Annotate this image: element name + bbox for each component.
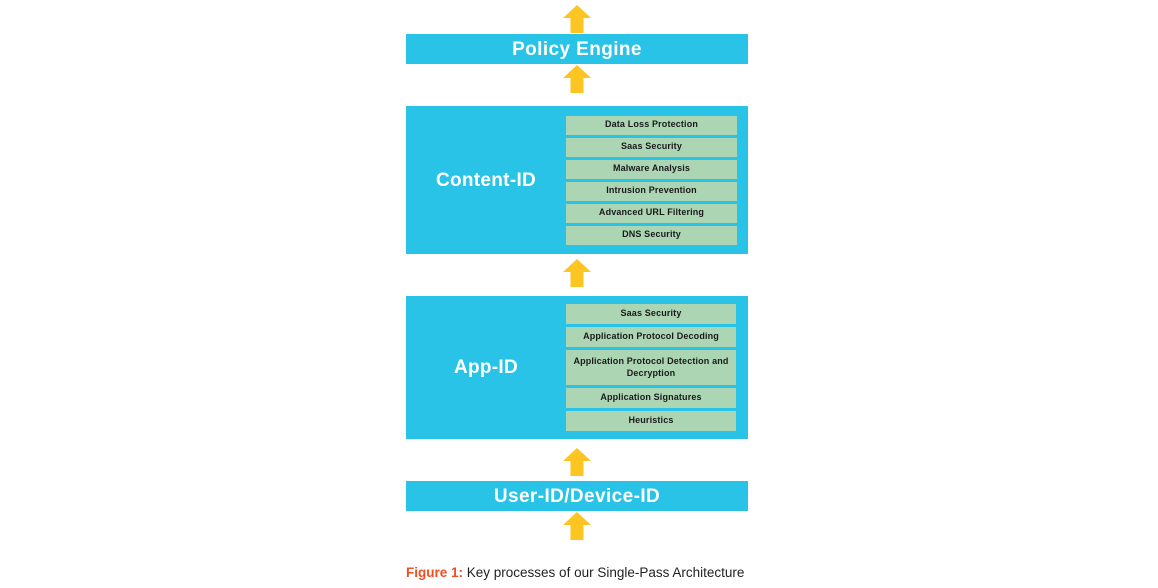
list-item: Saas Security [566,137,737,157]
stage-user-id-device-id: User-ID/Device-ID [406,481,748,511]
up-arrow-icon [406,511,748,541]
up-arrow-icon [406,258,748,288]
stage-app-id-label: App-ID [453,357,519,378]
up-arrow-icon [406,447,748,477]
stage-content-id-label: Content-ID [435,169,537,191]
figure-caption: Figure 1: Key processes of our Single-Pa… [406,564,748,583]
list-item: Advanced URL Filtering [566,203,737,223]
list-item: Application Signatures [566,388,736,408]
stage-app-id: App-ID Saas Security Application Protoco… [406,296,748,439]
architecture-stack: Policy Engine Content-ID Data Loss Prote… [406,0,748,541]
up-arrow-icon [406,64,748,94]
stage-user-id-device-id-label: User-ID/Device-ID [493,485,661,507]
list-item: DNS Security [566,225,737,245]
spacer [406,439,748,447]
spacer [406,288,748,296]
list-item: Intrusion Prevention [566,181,737,201]
list-item: Saas Security [566,304,736,324]
up-arrow-icon [406,4,748,34]
stage-policy-engine-label: Policy Engine [512,38,642,60]
stage-content-id-items: Data Loss Protection Saas Security Malwa… [566,115,748,245]
stage-content-id: Content-ID Data Loss Protection Saas Sec… [406,106,748,254]
list-item: Malware Analysis [566,159,737,179]
spacer [406,94,748,106]
list-item: Application Protocol Decoding [566,327,736,347]
figure-caption-label: Figure 1: [406,565,464,580]
list-item: Heuristics [566,411,736,431]
stage-app-id-items: Saas Security Application Protocol Decod… [566,304,748,431]
stage-policy-engine: Policy Engine [406,34,748,64]
list-item: Application Protocol Detection and Decry… [566,350,736,385]
figure-caption-text: Key processes of our Single-Pass Archite… [463,565,745,580]
list-item: Data Loss Protection [566,115,737,135]
